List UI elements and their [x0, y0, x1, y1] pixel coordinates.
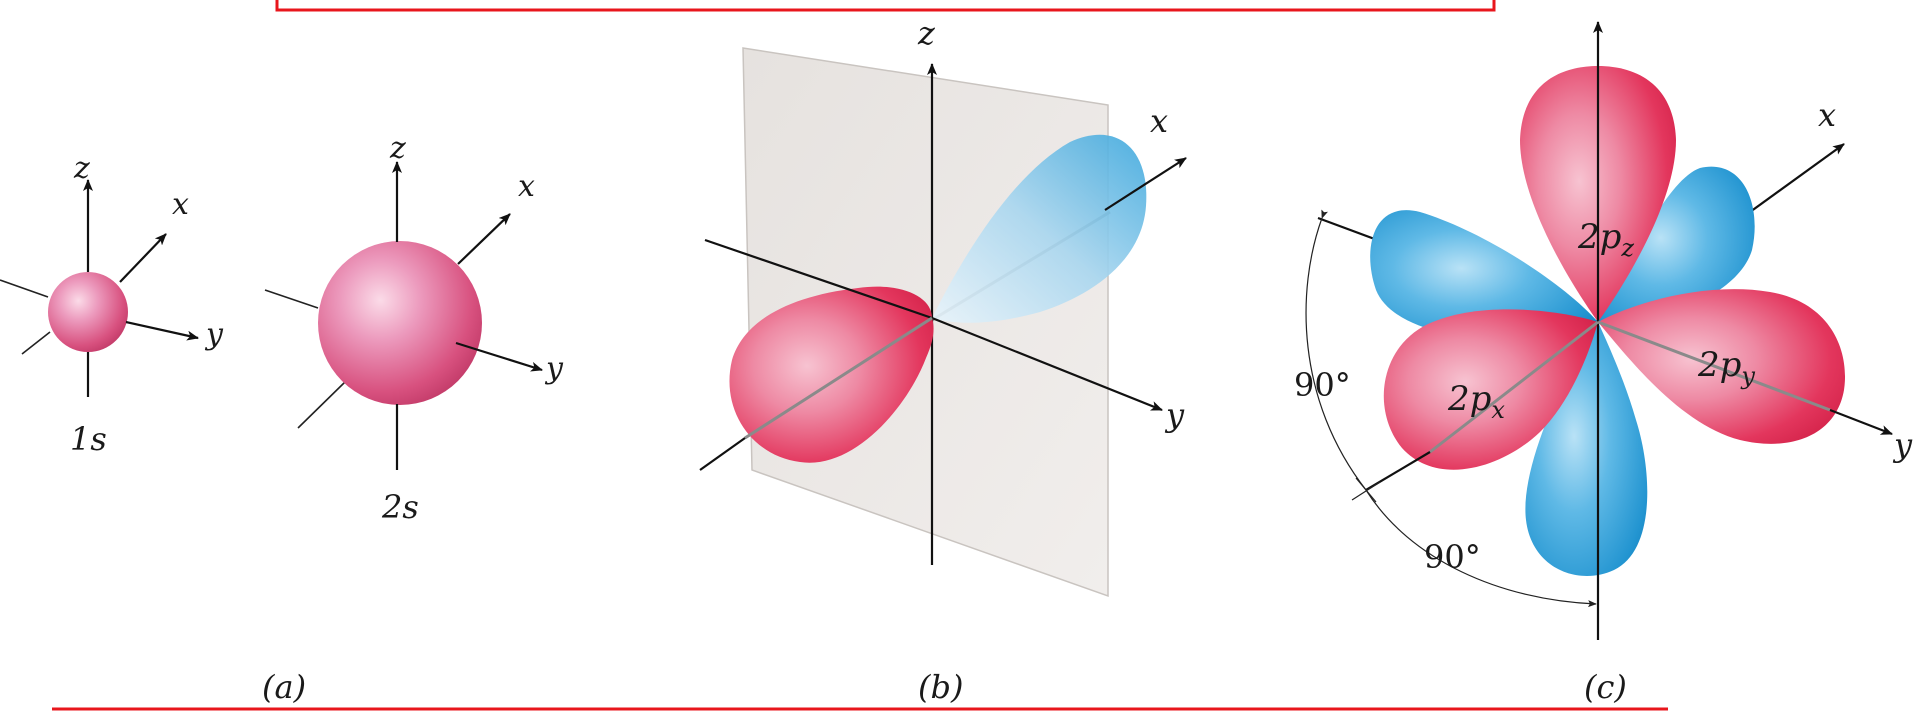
axis-label-y-b: y: [1164, 396, 1185, 434]
lobe-blue-upper-right: [1598, 166, 1755, 325]
lobe-blue-lower: [1525, 322, 1648, 576]
lobe-pink-px: [1383, 309, 1598, 470]
sphere-1s: [48, 272, 128, 352]
panel-b: z x y (b): [699, 14, 1187, 706]
caption-b: (b): [918, 668, 963, 706]
axis-label-y-1s: y: [204, 317, 224, 352]
axis-label-x-1s: x: [172, 187, 189, 222]
lobe-pink-py: [1598, 289, 1846, 444]
orbital-label-1s: 1s: [70, 420, 107, 458]
axis-label-y-2s: y: [544, 351, 564, 386]
lobe-blue-x: [932, 134, 1147, 323]
panel-a: z x y 1s z x y 2s (a): [0, 131, 564, 706]
axis-label-z-b: z: [917, 14, 936, 52]
label-2py: 2py: [1697, 345, 1755, 390]
axis-label-z-1s: z: [73, 151, 90, 186]
axis-label-x-c: x: [1818, 96, 1836, 134]
axis-label-z-2s: z: [389, 131, 406, 166]
orbital-2s: z x y 2s: [264, 131, 564, 526]
lobe-pink-x: [729, 286, 934, 463]
axis-label-x-b: x: [1150, 102, 1168, 140]
angle-label-lower: 90°: [1424, 538, 1481, 576]
panel-c: x y 2pz 2py 2px 90° 90° (c): [1294, 21, 1913, 706]
axis-label-y-c: y: [1892, 426, 1913, 464]
lobe-blue-upper-left: [1370, 210, 1598, 340]
orbital-1s: z x y 1s: [0, 151, 224, 458]
angle-label-upper: 90°: [1294, 366, 1351, 404]
sphere-2s: [318, 241, 482, 405]
caption-c: (c): [1584, 668, 1627, 706]
red-frame-top: [275, 0, 1496, 12]
orbital-label-2s: 2s: [381, 488, 419, 526]
label-2pz: 2pz: [1577, 217, 1634, 262]
caption-a: (a): [262, 668, 306, 706]
label-2px: 2px: [1447, 379, 1505, 424]
axis-label-x-2s: x: [518, 169, 535, 204]
